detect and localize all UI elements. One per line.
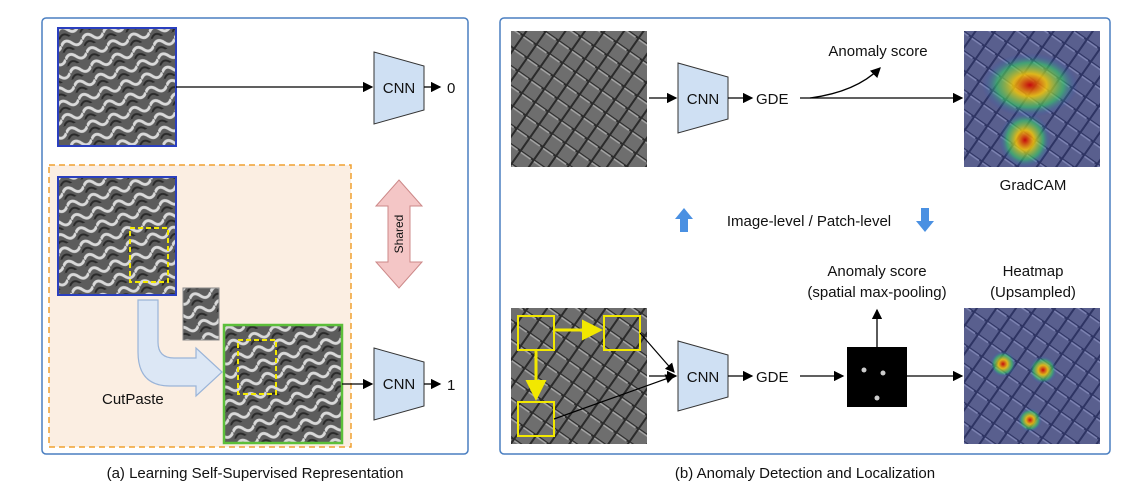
shared-double-arrow — [374, 179, 424, 289]
gradcam-label: GradCAM — [1000, 177, 1067, 194]
heatmap-label-2: (Upsampled) — [990, 284, 1076, 301]
gde-label-bottom: GDE — [756, 369, 789, 386]
arrow-down-icon — [916, 208, 934, 232]
anomaly-score-label-bottom-2: (spatial max-pooling) — [807, 284, 946, 301]
patch-selection-box — [129, 227, 169, 283]
cnn-label-a-bottom: CNN — [383, 376, 416, 393]
cutpaste-label: CutPaste — [102, 391, 164, 408]
cnn-block-b-bottom — [677, 340, 729, 412]
pasted-patch-box — [237, 339, 277, 395]
panel-b-frame — [499, 17, 1111, 455]
heatmap-label-1: Heatmap — [1003, 263, 1064, 280]
score-map — [847, 347, 907, 407]
anomaly-score-label-top: Anomaly score — [828, 43, 927, 60]
gde-label-top: GDE — [756, 91, 789, 108]
augmented-image — [222, 323, 344, 445]
anomaly-score-label-bottom-1: Anomaly score — [827, 263, 926, 280]
cutpaste-arrow — [137, 299, 223, 398]
arrow-up-icon — [675, 208, 693, 232]
arrow-to-anomaly-score-top — [809, 67, 881, 99]
gradcam-image — [964, 31, 1100, 168]
output-label-0: 0 — [447, 80, 455, 97]
caption-a: (a) Learning Self-Supervised Representat… — [107, 465, 404, 482]
patch-to-cnn-2 — [553, 374, 676, 420]
cnn-block-a-top — [373, 51, 425, 125]
test-image-top — [511, 31, 647, 167]
input-image-source — [57, 176, 177, 296]
cnn-label-b-top: CNN — [687, 91, 720, 108]
input-image-normal — [57, 27, 177, 147]
cut-patch — [182, 287, 220, 341]
cnn-block-a-bottom — [373, 347, 425, 421]
shared-label: Shared — [392, 215, 406, 254]
output-label-1: 1 — [447, 377, 455, 394]
patch-to-cnn-1 — [639, 332, 675, 373]
heatmap-image — [964, 308, 1100, 444]
cnn-block-b-top — [677, 62, 729, 134]
level-label: Image-level / Patch-level — [727, 213, 891, 230]
caption-b: (b) Anomaly Detection and Localization — [675, 465, 935, 482]
cnn-label-b-bottom: CNN — [687, 369, 720, 386]
test-image-bottom — [511, 308, 647, 444]
cnn-label-a-top: CNN — [383, 80, 416, 97]
